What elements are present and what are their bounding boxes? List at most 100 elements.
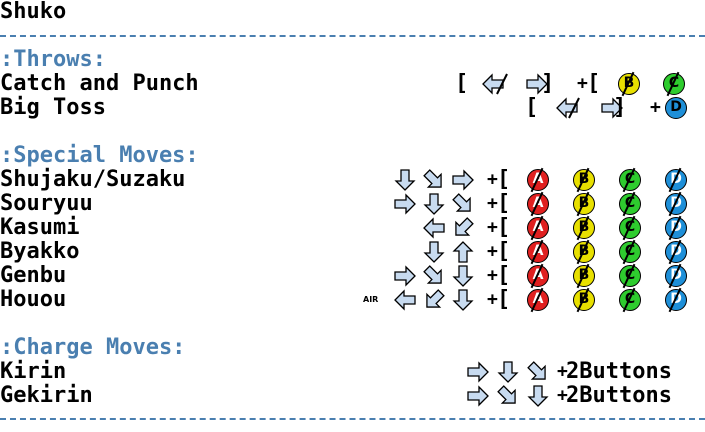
- back-arrow-icon: [393, 288, 417, 312]
- plus-sign: +: [487, 265, 498, 286]
- bracket-open: [: [497, 287, 511, 312]
- slash-icon: [495, 72, 509, 96]
- button-d-icon: D: [665, 287, 687, 313]
- button-d-icon: D: [665, 263, 687, 289]
- button-d-icon: D: [665, 191, 687, 217]
- input-row: +2Buttons: [0, 360, 705, 384]
- plus-sign: +: [577, 73, 588, 94]
- input-row: +[ ABCD: [0, 215, 705, 241]
- button-d-icon: D: [665, 97, 687, 119]
- down-forward-arrow-icon: [526, 360, 550, 384]
- bracket-open: [: [455, 71, 469, 96]
- forward-arrow-icon: [600, 96, 624, 120]
- down-arrow-icon: [422, 192, 446, 216]
- button-b-icon: B: [573, 167, 595, 193]
- bracket-open: [: [497, 191, 511, 216]
- input-row: +[ABCD: [0, 191, 705, 217]
- forward-arrow-icon: [451, 168, 475, 192]
- down-arrow-icon: [451, 288, 475, 312]
- section-special-moves: :Special Moves:: [0, 143, 199, 168]
- down-back-arrow-icon: [422, 288, 446, 312]
- bracket-open: [: [587, 71, 601, 96]
- divider-top: [0, 35, 705, 37]
- up-arrow-icon: [451, 240, 475, 264]
- button-a-icon: A: [527, 287, 549, 313]
- forward-arrow-icon: [466, 384, 490, 408]
- move-name: Kirin: [0, 359, 67, 384]
- button-c-icon: C: [619, 167, 641, 193]
- button-d-icon: D: [665, 215, 687, 241]
- page-title: Shuko: [0, 0, 67, 24]
- plus-sign: +: [557, 361, 568, 382]
- forward-arrow-icon: [525, 72, 549, 96]
- button-a-icon: A: [527, 191, 549, 217]
- button-d-icon: D: [665, 239, 687, 265]
- plus-sign: +: [487, 193, 498, 214]
- slash-icon: [567, 96, 581, 120]
- bracket-open: [: [497, 239, 511, 264]
- back-arrow-icon: [422, 216, 446, 240]
- down-forward-arrow-icon: [496, 384, 520, 408]
- down-arrow-icon: [393, 168, 417, 192]
- bracket-close: ]: [613, 95, 627, 120]
- button-d-icon: D: [665, 167, 687, 193]
- bracket-open: [: [497, 215, 511, 240]
- input-row: +[ ABCD: [0, 263, 705, 289]
- button-a-icon: A: [527, 167, 549, 193]
- button-c-icon: C: [619, 215, 641, 241]
- input-big-toss: [ ] + D: [525, 96, 705, 120]
- down-arrow-icon: [422, 240, 446, 264]
- button-a-icon: A: [527, 263, 549, 289]
- down-forward-arrow-icon: [422, 168, 446, 192]
- move-name: Genbu: [0, 263, 67, 288]
- button-c-icon: C: [619, 287, 641, 313]
- button-c-icon: C: [619, 263, 641, 289]
- back-arrow-icon: [555, 96, 579, 120]
- plus-sign: +: [487, 169, 498, 190]
- move-big-toss: Big Toss: [0, 95, 106, 120]
- button-b-icon: B: [573, 191, 595, 217]
- down-arrow-icon: [451, 264, 475, 288]
- forward-arrow-icon: [466, 360, 490, 384]
- button-b-icon: B: [573, 239, 595, 265]
- two-buttons-label: 2Buttons: [566, 383, 672, 408]
- forward-arrow-icon: [393, 264, 417, 288]
- down-arrow-icon: [496, 360, 520, 384]
- down-forward-arrow-icon: [451, 192, 475, 216]
- bracket-close: ]: [541, 71, 555, 96]
- plus-sign: +: [487, 217, 498, 238]
- move-name: Byakko: [0, 239, 80, 264]
- input-row: +2Buttons: [0, 384, 705, 408]
- plus-sign: +: [487, 241, 498, 262]
- input-catch-and-punch: [ ] + [ B C: [455, 71, 695, 97]
- button-a-icon: A: [527, 215, 549, 241]
- button-b-icon: B: [573, 287, 595, 313]
- down-back-arrow-icon: [451, 216, 475, 240]
- move-name: Shujaku/Suzaku: [0, 167, 186, 192]
- down-forward-arrow-icon: [422, 264, 446, 288]
- button-a-icon: A: [527, 239, 549, 265]
- divider-bottom: [0, 418, 705, 420]
- move-catch-and-punch: Catch and Punch: [0, 71, 199, 96]
- button-b-icon: B: [618, 71, 640, 97]
- plus-sign: +: [557, 385, 568, 406]
- input-row: +[ ABCD: [0, 167, 705, 193]
- move-name: Houou: [0, 287, 67, 312]
- button-c-icon: C: [619, 239, 641, 265]
- section-charge-moves: :Charge Moves:: [0, 335, 186, 360]
- bracket-open: [: [497, 263, 511, 288]
- input-row: +[ ABCD: [0, 239, 705, 265]
- move-name: Souryuu: [0, 191, 93, 216]
- section-throws: :Throws:: [0, 47, 106, 72]
- forward-arrow-icon: [393, 192, 417, 216]
- button-b-icon: B: [573, 215, 595, 241]
- button-c-icon: C: [663, 71, 685, 97]
- two-buttons-label: 2Buttons: [566, 359, 672, 384]
- bracket-open: [: [525, 95, 539, 120]
- move-name: Gekirin: [0, 383, 93, 408]
- input-row: AIR+[ABCD: [0, 287, 705, 313]
- button-b-icon: B: [573, 263, 595, 289]
- down-arrow-icon: [526, 384, 550, 408]
- plus-sign: +: [650, 97, 661, 118]
- bracket-open: [: [497, 167, 511, 192]
